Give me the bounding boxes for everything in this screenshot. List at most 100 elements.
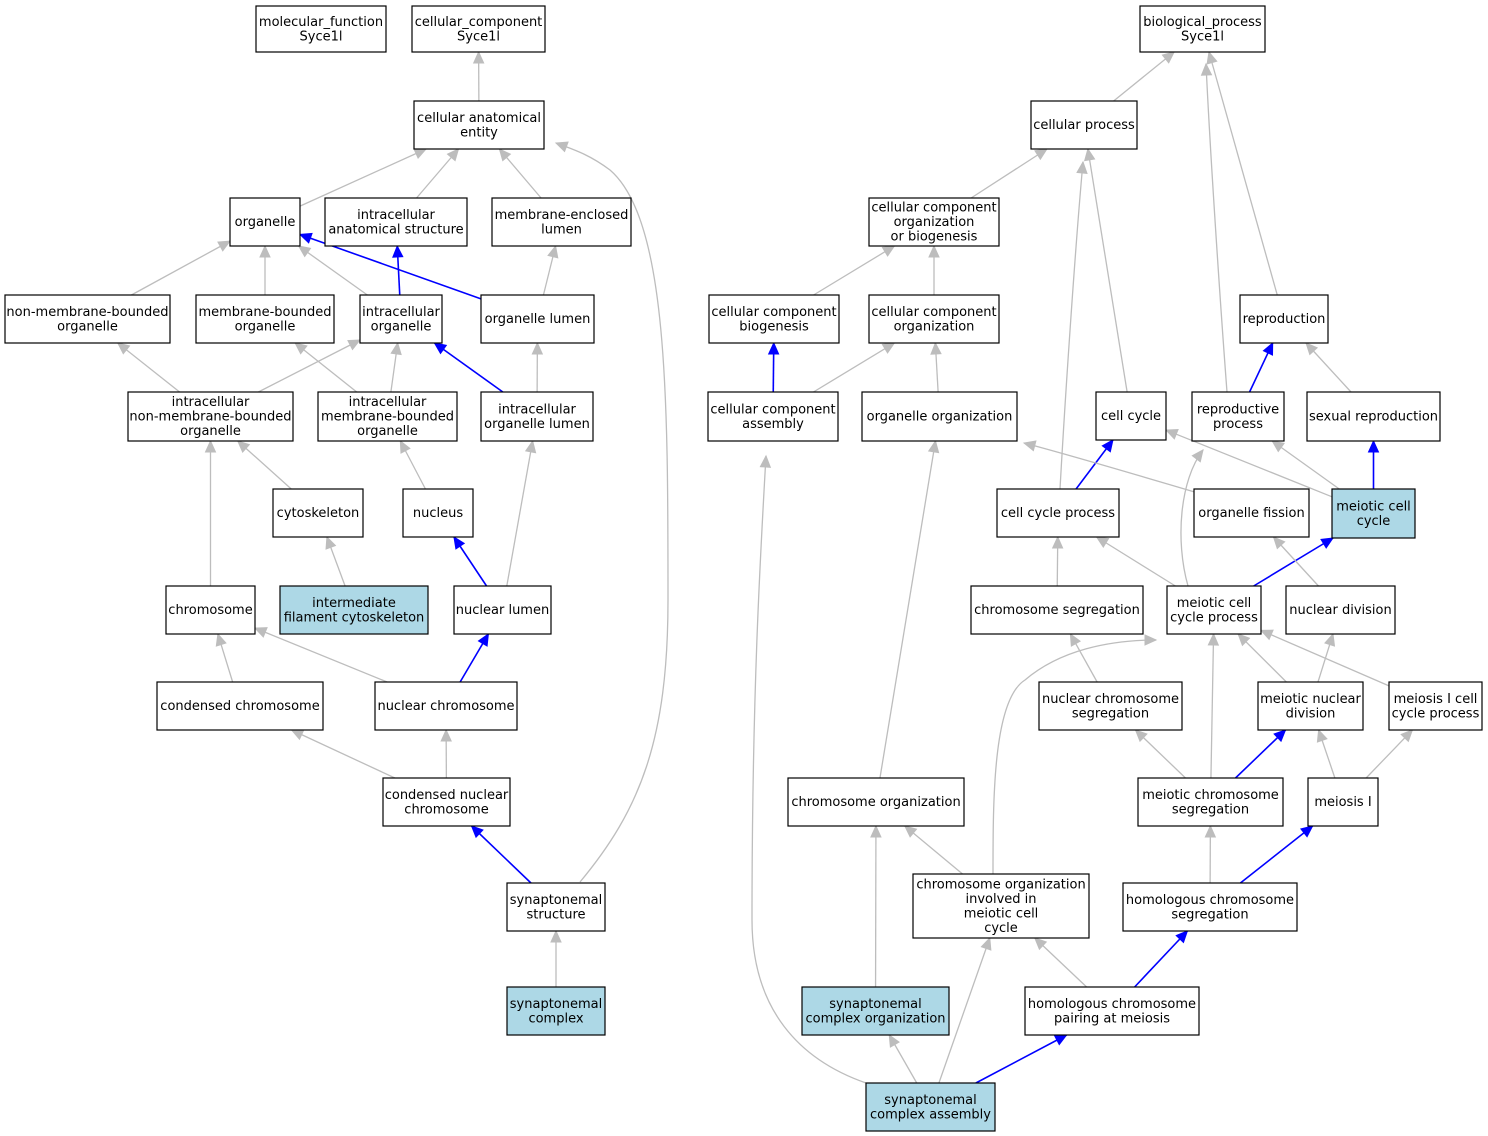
edge-imbo-to-mbo <box>294 342 358 393</box>
node-label-line: synaptonemal <box>510 997 602 1012</box>
node-cytoskeleton[interactable]: cytoskeleton <box>272 488 364 538</box>
node-box <box>229 197 301 247</box>
edge-hcs-to-m1 <box>1239 825 1314 884</box>
arrowhead <box>1034 148 1048 161</box>
edge-line <box>254 627 388 683</box>
arrowhead <box>1316 728 1328 743</box>
node-box <box>402 488 474 538</box>
node-nl[interactable]: nuclear lumen <box>453 585 552 635</box>
arrowhead <box>903 825 918 838</box>
edge-line <box>237 440 292 490</box>
edge-mccp-to-mcc <box>1253 537 1335 587</box>
node-label-line: organelle <box>371 319 432 334</box>
node-repro[interactable]: reproduction <box>1239 294 1329 344</box>
node-label-line: chromosome <box>404 802 488 817</box>
node-cs[interactable]: chromosome segregation <box>970 585 1144 635</box>
edge-sca-to-sco <box>888 1033 918 1084</box>
arrowhead <box>1273 729 1287 743</box>
arrowhead <box>1191 449 1204 463</box>
arrowhead <box>1134 729 1148 743</box>
node-box <box>491 197 632 247</box>
node-label-line: sexual reproduction <box>1309 410 1438 425</box>
node-box <box>413 100 545 150</box>
edge-mcs-to-ncs <box>1134 729 1186 779</box>
node-organelle[interactable]: organelle <box>229 197 301 247</box>
arrowhead <box>470 825 484 839</box>
node-label-line: complex <box>528 1011 583 1026</box>
edge-cca-to-ccb <box>767 341 780 393</box>
arrowhead <box>1207 632 1220 646</box>
node-of[interactable]: organelle fission <box>1193 488 1310 538</box>
node-chromosome[interactable]: chromosome <box>165 585 256 635</box>
node-label-line: molecular_function <box>259 15 383 30</box>
edge-line <box>1059 161 1084 490</box>
node-m1[interactable]: meiosis I <box>1307 777 1379 827</box>
edge-ccb-to-ccob <box>813 245 896 296</box>
node-label-line: cycle process <box>1170 610 1258 625</box>
node-nucleus[interactable]: nucleus <box>402 488 474 538</box>
node-ccp[interactable]: cell cycle process <box>996 488 1120 538</box>
node-inmbo[interactable]: intracellularnon-membrane-boundedorganel… <box>127 391 294 442</box>
edge-hcs-to-mcs <box>1204 824 1217 884</box>
node-box <box>1139 5 1266 53</box>
node-nchrom[interactable]: nuclear chromosome <box>374 681 518 731</box>
node-label-line: organelle <box>235 215 296 230</box>
edge-ias-to-cae <box>416 148 460 199</box>
node-box <box>708 294 840 344</box>
node-ol[interactable]: organelle lumen <box>480 294 595 344</box>
arrowhead <box>1053 1034 1068 1046</box>
node-label-line: intermediate <box>312 596 396 611</box>
node-label-line: organelle <box>180 424 241 439</box>
node-nd[interactable]: nuclear division <box>1285 585 1396 635</box>
node-box <box>324 197 468 247</box>
node-cc[interactable]: cell cycle <box>1095 391 1167 441</box>
node-label-line: meiotic cell <box>964 906 1039 921</box>
node-box <box>1166 585 1262 635</box>
arrowhead <box>472 50 485 64</box>
node-cp[interactable]: cellular process <box>1030 100 1138 150</box>
node-label-line: organization <box>894 215 975 230</box>
node-sr[interactable]: sexual reproduction <box>1306 391 1441 442</box>
node-corg[interactable]: chromosome organization <box>787 777 965 827</box>
node-oo[interactable]: organelle organization <box>861 391 1018 442</box>
node-label-line: non-membrane-bounded <box>129 410 291 425</box>
edge-io-to-organelle <box>297 245 368 296</box>
node-label-line: organelle <box>57 319 118 334</box>
node-label-line: cell cycle <box>1101 409 1161 424</box>
arrowhead <box>1204 824 1217 838</box>
node-cchrom[interactable]: condensed chromosome <box>156 681 324 731</box>
node-label-line: biogenesis <box>739 319 809 334</box>
arrowhead <box>347 339 362 351</box>
